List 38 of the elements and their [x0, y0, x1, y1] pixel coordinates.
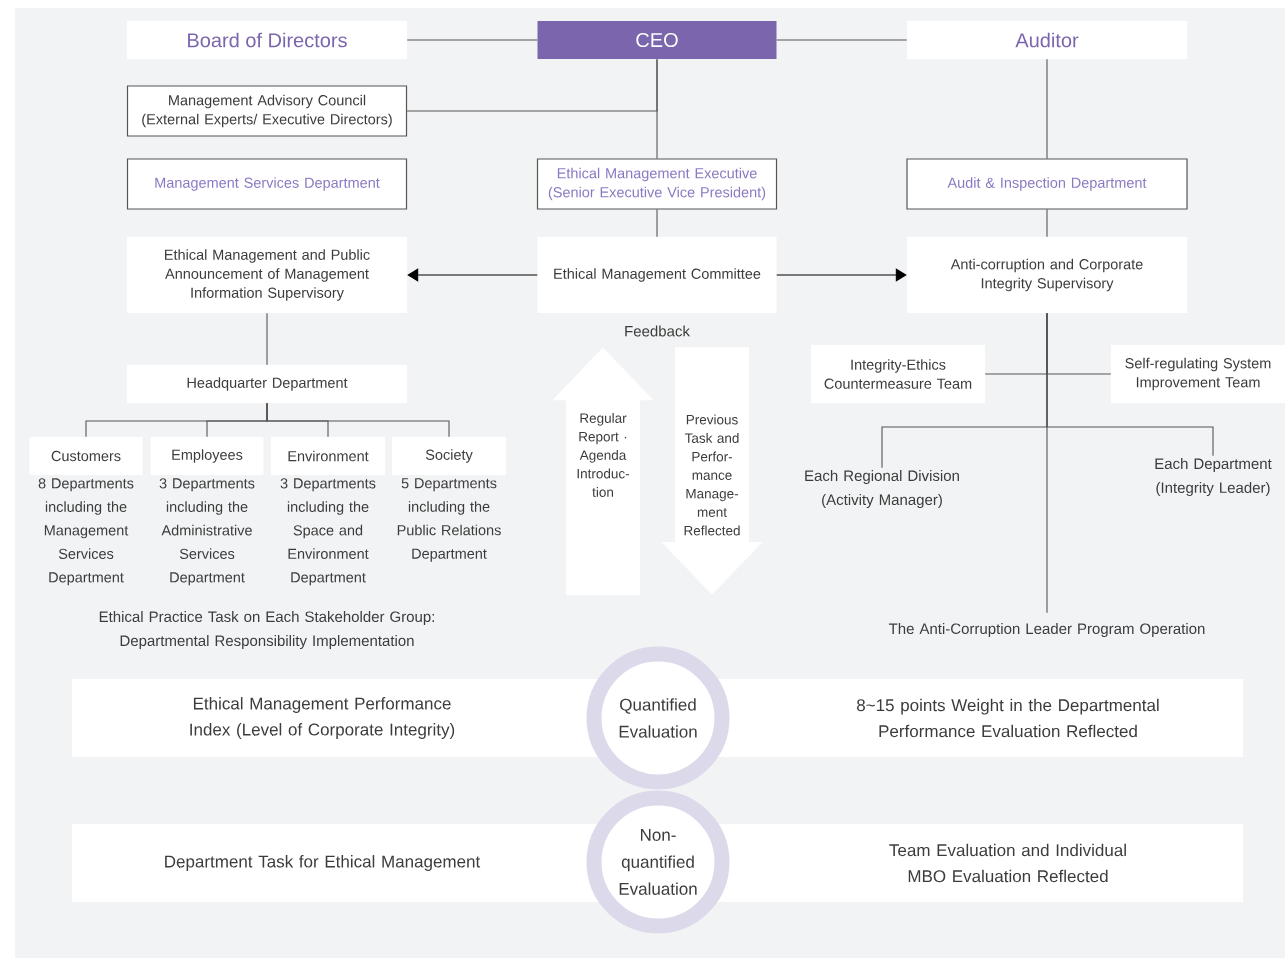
outlined-box: Ethical Management Executive (Senior Executive Vice President)	[536, 158, 778, 210]
connector-line	[1046, 58, 1048, 159]
category-tab: Customers	[29, 437, 143, 475]
caption-text: Ethical Practice Task on Each Stakeholder Group: Departmental Responsibility Implementation	[99, 611, 434, 649]
connector-line	[776, 39, 908, 41]
description-text: 3 Departments including the Administrative Services Department	[159, 478, 255, 586]
category-tab: Society	[392, 437, 506, 475]
outlined-box: Management Services Department	[126, 158, 408, 210]
node-label: The Anti-Corruption Leader Program Operation	[888, 623, 1205, 637]
outlined-box: Audit & Inspection Department	[906, 158, 1188, 210]
text-box: Headquarter Department	[127, 365, 407, 403]
text-box: Self-regulating System Improvement Team	[1111, 345, 1285, 403]
text-box: Anti-corruption and Corporate Integrity Supervisory	[907, 237, 1187, 313]
text-box: Integrity-Ethics Countermeasure Team	[811, 345, 985, 403]
edge-label: Regular Report · Agenda Introduc-tion	[570, 413, 636, 497]
description-text: 5 Departments including the Public Relations Department	[397, 478, 501, 562]
description-text: 3 Departments including the Space and Environment Department	[280, 478, 376, 586]
connector-line	[266, 312, 268, 366]
title-box: Auditor	[907, 21, 1187, 59]
category-tab: Employees	[150, 437, 264, 475]
highlighted-title-box: CEO	[537, 21, 777, 59]
connector-line	[1046, 209, 1048, 238]
category-tab: Environment	[271, 437, 385, 475]
connector-line	[776, 268, 907, 282]
connector-line	[266, 402, 450, 438]
connector-line	[407, 268, 538, 282]
outlined-box: Management Advisory Council (External Experts/ Executive Directors)	[126, 85, 408, 137]
connector-line	[406, 39, 538, 41]
title-box: Board of Directors	[127, 21, 407, 59]
node-label: Each Department (Integrity Leader)	[1155, 458, 1272, 496]
text-box: Ethical Management and Public Announcement of Management Information Supervisory	[127, 237, 407, 313]
description-text: 8 Departments including the Management Services Department	[38, 478, 134, 586]
connector-line	[656, 58, 658, 159]
text-box: Ethical Management Committee	[537, 237, 777, 313]
edge-label: Previous Task and Perfor-mance Manage-ment Reflected	[677, 414, 747, 536]
connector-line	[656, 209, 658, 238]
connector-line	[1046, 312, 1048, 614]
node-label: Each Regional Division (Activity Manager)	[805, 470, 959, 508]
